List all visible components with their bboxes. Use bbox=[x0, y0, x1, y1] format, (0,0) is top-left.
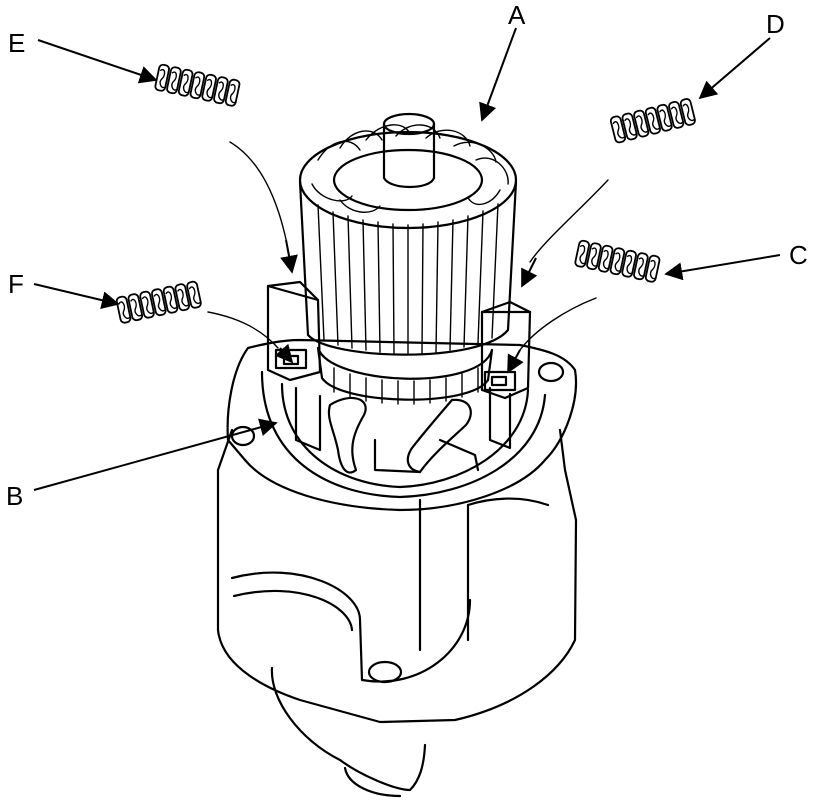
brush-holder-left bbox=[266, 280, 322, 382]
leader-f bbox=[33, 283, 120, 310]
spring-c bbox=[573, 239, 662, 284]
leader-a bbox=[479, 27, 517, 122]
label-e: E bbox=[8, 28, 25, 58]
leader-lines bbox=[33, 27, 781, 491]
motor-housing bbox=[216, 361, 578, 798]
guide-e bbox=[229, 141, 291, 261]
spring-f bbox=[115, 280, 203, 325]
leader-b bbox=[33, 418, 278, 491]
leader-e bbox=[37, 39, 158, 84]
label-b: B bbox=[6, 481, 23, 511]
brush-holder-plate bbox=[226, 338, 577, 512]
guide-c bbox=[519, 297, 597, 351]
guide-d bbox=[529, 179, 609, 263]
brush-holder-right bbox=[480, 300, 532, 400]
spring-d bbox=[609, 97, 697, 145]
label-a: A bbox=[508, 0, 526, 30]
leader-c bbox=[664, 254, 781, 281]
armature bbox=[298, 112, 518, 405]
leader-d bbox=[698, 37, 771, 100]
guide-f bbox=[207, 311, 279, 349]
label-d: D bbox=[766, 9, 785, 39]
label-c: C bbox=[789, 240, 808, 270]
spring-e bbox=[153, 63, 242, 108]
label-f: F bbox=[8, 269, 24, 299]
